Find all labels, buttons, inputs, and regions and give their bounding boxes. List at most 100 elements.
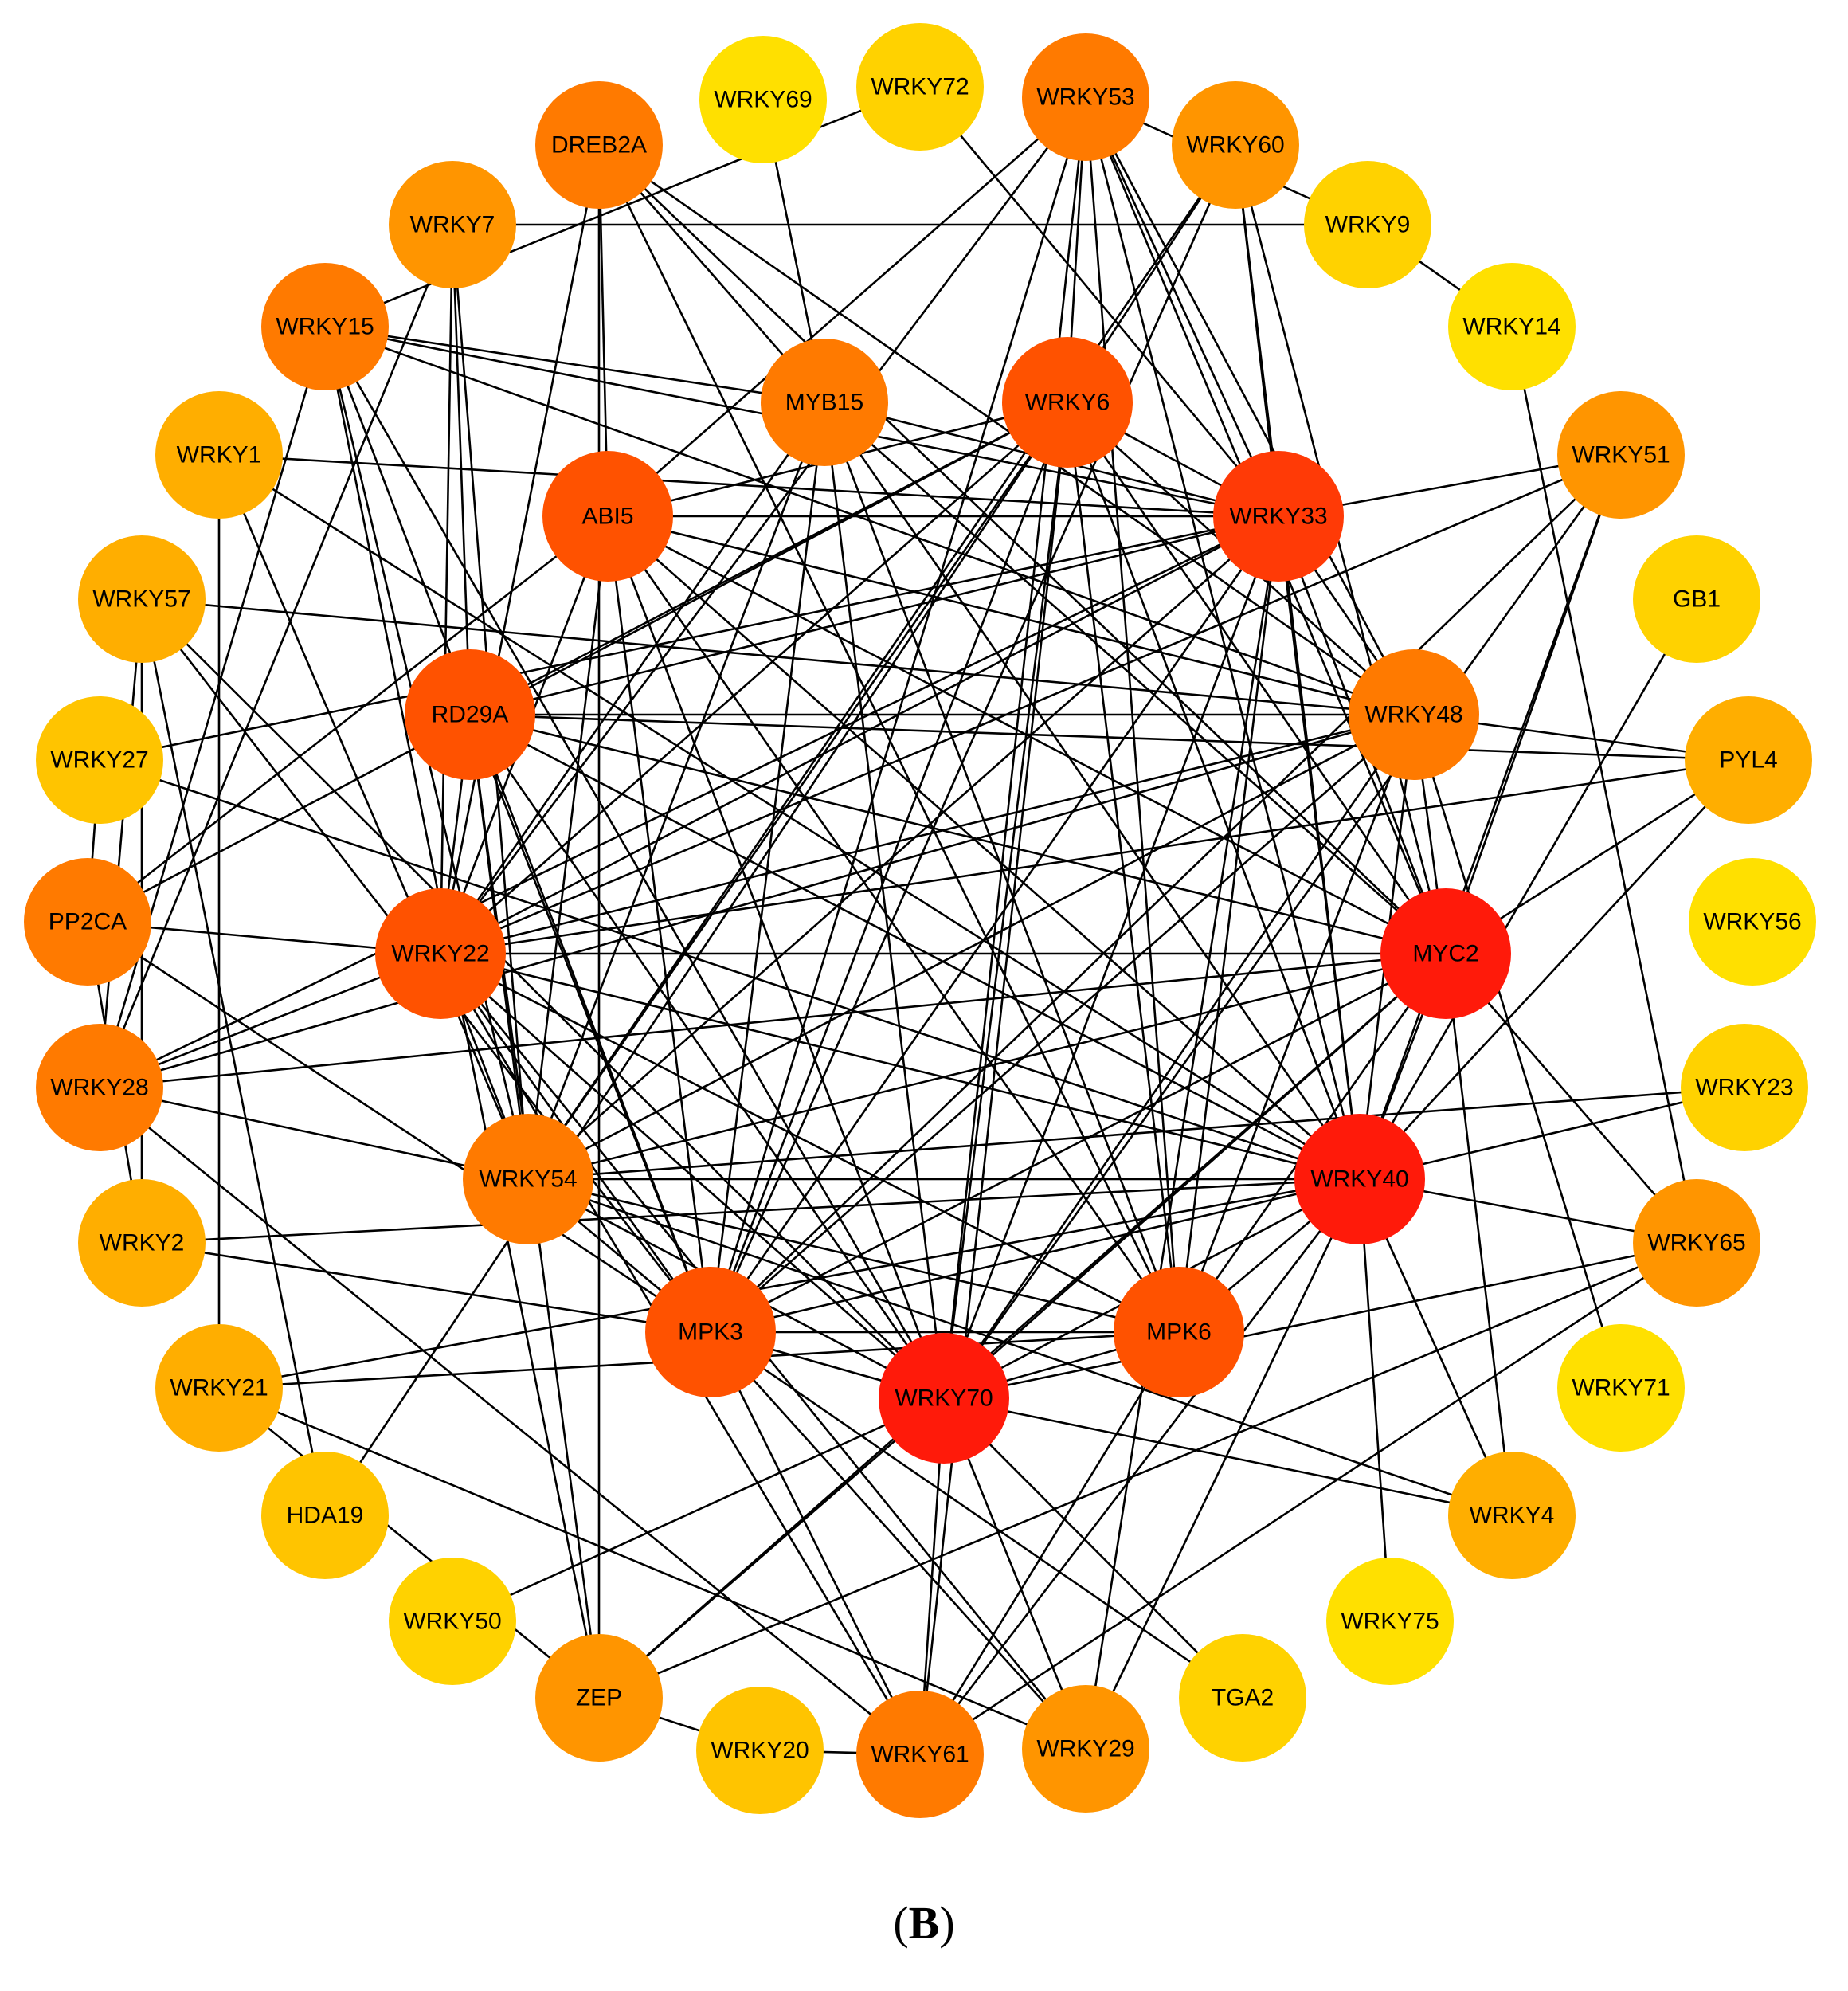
node-label: WRKY28 — [50, 1075, 148, 1101]
node-wrky2[interactable]: WRKY2 — [78, 1179, 206, 1307]
node-circle — [78, 535, 206, 663]
node-circle — [155, 1324, 283, 1452]
node-wrky9[interactable]: WRKY9 — [1304, 161, 1431, 288]
node-abi5[interactable]: ABI5 — [542, 451, 673, 582]
node-wrky40[interactable]: WRKY40 — [1294, 1114, 1425, 1244]
node-wrky6[interactable]: WRKY6 — [1002, 337, 1133, 468]
node-dreb2a[interactable]: DREB2A — [535, 81, 663, 209]
node-wrky27[interactable]: WRKY27 — [36, 696, 163, 824]
edge-wrky1-wrky54 — [217, 454, 530, 1180]
edge-wrky53-wrky70 — [942, 96, 1087, 1399]
edge-wrky51-wrky40 — [1358, 454, 1623, 1180]
edge-pyl4-rd29a — [469, 713, 1749, 762]
node-rd29a[interactable]: RD29A — [405, 649, 535, 780]
node-pp2ca[interactable]: PP2CA — [24, 858, 151, 986]
edge-wrky50-wrky70 — [452, 1397, 945, 1623]
edge-wrky4-wrky54 — [527, 1178, 1513, 1517]
node-circle — [856, 23, 984, 151]
node-wrky60[interactable]: WRKY60 — [1172, 81, 1299, 209]
node-wrky65[interactable]: WRKY65 — [1633, 1179, 1760, 1307]
node-wrky1[interactable]: WRKY1 — [155, 391, 283, 519]
edge-wrky72-wrky15 — [324, 85, 921, 328]
node-wrky71[interactable]: WRKY71 — [1557, 1324, 1685, 1452]
node-label: WRKY4 — [1470, 1503, 1555, 1529]
node-wrky14[interactable]: WRKY14 — [1448, 263, 1576, 390]
edge-rd29a-wrky70 — [468, 714, 946, 1399]
node-wrky61[interactable]: WRKY61 — [856, 1691, 984, 1818]
node-circle — [1213, 451, 1344, 582]
edge-wrky27-wrky33 — [99, 515, 1279, 762]
node-wrky50[interactable]: WRKY50 — [389, 1558, 516, 1685]
node-label: WRKY61 — [871, 1742, 969, 1768]
node-wrky21[interactable]: WRKY21 — [155, 1324, 283, 1452]
node-wrky28[interactable]: WRKY28 — [36, 1024, 163, 1151]
node-wrky23[interactable]: WRKY23 — [1681, 1024, 1808, 1151]
edge-wrky60-myc2 — [1234, 144, 1447, 954]
node-circle — [1448, 1452, 1576, 1579]
node-wrky22[interactable]: WRKY22 — [375, 888, 506, 1019]
node-wrky72[interactable]: WRKY72 — [856, 23, 984, 151]
node-wrky69[interactable]: WRKY69 — [699, 36, 827, 163]
node-zep[interactable]: ZEP — [535, 1634, 663, 1762]
node-wrky75[interactable]: WRKY75 — [1326, 1558, 1454, 1685]
node-circle — [24, 858, 151, 986]
node-label: ABI5 — [581, 504, 633, 530]
node-circle — [389, 1558, 516, 1685]
node-circle — [699, 36, 827, 163]
edge-wrky33-wrky70 — [942, 515, 1280, 1399]
node-wrky33[interactable]: WRKY33 — [1213, 451, 1344, 582]
node-wrky29[interactable]: WRKY29 — [1022, 1685, 1149, 1813]
node-circle — [389, 161, 516, 288]
node-circle — [155, 391, 283, 519]
edge-wrky22-mpk6 — [440, 952, 1180, 1334]
edge-wrky33-wrky54 — [527, 515, 1279, 1180]
edge-hda19-wrky57 — [140, 598, 327, 1516]
edge-abi5-wrky40 — [607, 515, 1361, 1180]
edge-wrky61-mpk6 — [918, 1331, 1180, 1755]
node-circle — [542, 451, 673, 582]
node-wrky54[interactable]: WRKY54 — [463, 1114, 593, 1244]
node-wrky53[interactable]: WRKY53 — [1022, 33, 1149, 161]
node-wrky7[interactable]: WRKY7 — [389, 161, 516, 288]
node-wrky70[interactable]: WRKY70 — [879, 1333, 1009, 1464]
edge-wrky1-wrky33 — [218, 453, 1279, 518]
node-myb15[interactable]: MYB15 — [761, 339, 888, 466]
panel-label-close: ) — [939, 1897, 955, 1949]
node-circle — [535, 81, 663, 209]
edge-pyl4-wrky22 — [440, 758, 1749, 955]
edge-myc2-wrky54 — [527, 952, 1447, 1181]
node-wrky56[interactable]: WRKY56 — [1689, 858, 1816, 986]
node-gb1[interactable]: GB1 — [1633, 535, 1760, 663]
edge-dreb2a-wrky48 — [598, 143, 1415, 716]
node-mpk3[interactable]: MPK3 — [645, 1267, 776, 1397]
edge-wrky6-wrky54 — [527, 402, 1069, 1180]
node-wrky51[interactable]: WRKY51 — [1557, 391, 1685, 519]
node-wrky15[interactable]: WRKY15 — [261, 263, 389, 390]
node-wrky48[interactable]: WRKY48 — [1349, 649, 1479, 780]
node-wrky4[interactable]: WRKY4 — [1448, 1452, 1576, 1579]
node-wrky20[interactable]: WRKY20 — [696, 1687, 824, 1814]
node-myc2[interactable]: MYC2 — [1380, 888, 1511, 1019]
node-label: WRKY65 — [1647, 1230, 1745, 1256]
node-label: WRKY54 — [479, 1166, 577, 1193]
panel-label-letter: B — [908, 1897, 940, 1949]
node-tga2[interactable]: TGA2 — [1179, 1634, 1306, 1762]
edge-wrky53-wrky40 — [1084, 96, 1361, 1180]
node-circle — [261, 263, 389, 390]
node-hda19[interactable]: HDA19 — [261, 1452, 389, 1579]
edge-wrky29-mpk3 — [710, 1331, 1086, 1750]
node-mpk6[interactable]: MPK6 — [1114, 1267, 1244, 1397]
edge-pyl4-wrky40 — [1359, 759, 1749, 1180]
node-circle — [1349, 649, 1479, 780]
edge-zep-wrky21 — [218, 1386, 600, 1699]
node-label: WRKY71 — [1572, 1375, 1670, 1401]
node-wrky57[interactable]: WRKY57 — [78, 535, 206, 663]
node-circle — [405, 649, 535, 780]
panel-label-open: ( — [893, 1897, 909, 1949]
node-pyl4[interactable]: PYL4 — [1685, 696, 1812, 824]
edge-wrky54-mpk6 — [527, 1178, 1180, 1334]
node-label: WRKY22 — [391, 941, 489, 967]
edge-wrky6-wrky70 — [942, 402, 1069, 1399]
